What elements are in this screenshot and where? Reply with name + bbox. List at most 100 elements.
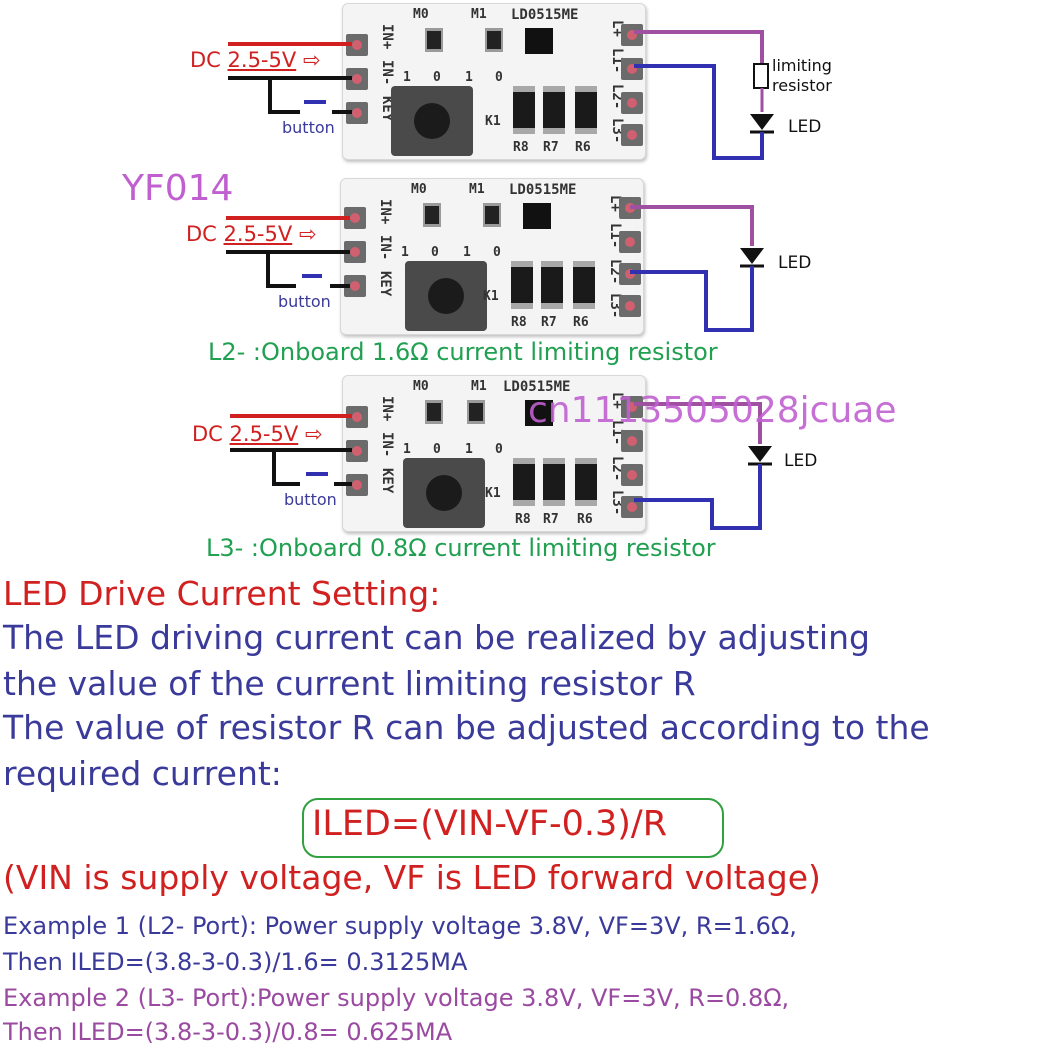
bit-label: 0	[433, 442, 441, 457]
pad-in-plus	[344, 207, 366, 229]
label-chip: LD0515ME	[509, 182, 577, 198]
arrow-right-icon: ⇨	[302, 48, 321, 72]
limiting-resistor-symbol	[753, 63, 769, 89]
label-k1: K1	[485, 114, 501, 129]
m0-jumper	[425, 28, 443, 52]
pad-in-minus	[346, 68, 368, 90]
bit-label: 0	[495, 442, 503, 457]
label-k1: K1	[483, 289, 499, 304]
arrow-right-icon: ⇨	[304, 422, 323, 446]
led-label-1: LED	[788, 117, 822, 137]
pad-l3	[621, 124, 643, 146]
bit-label: 1	[403, 70, 411, 85]
bit-label: 1	[465, 70, 473, 85]
pad-key	[344, 275, 366, 297]
caption-l2: L2- :Onboard 1.6Ω current limiting resis…	[208, 338, 718, 366]
button-label-3: button	[284, 490, 337, 509]
heading: LED Drive Current Setting:	[3, 574, 441, 613]
pad-l2	[621, 92, 643, 114]
pad-l2	[621, 464, 643, 486]
input-wires-3	[230, 414, 352, 486]
caption-l3: L3- :Onboard 0.8Ω current limiting resis…	[206, 534, 716, 562]
pad-l1	[621, 430, 643, 452]
label-r8: R8	[515, 512, 531, 527]
pad-l1	[619, 231, 641, 253]
example-1-line-1: Example 1 (L2- Port): Power supply volta…	[3, 912, 797, 940]
resistor-r8	[511, 261, 533, 309]
dc-label-1: DC 2.5-5V ⇨	[190, 48, 321, 72]
button-label-2: button	[278, 292, 331, 311]
pad-in-plus	[346, 406, 368, 428]
m1-jumper	[483, 203, 501, 227]
label-chip: LD0515ME	[503, 379, 571, 395]
label-m0: M0	[413, 379, 429, 394]
resistor-r6	[575, 86, 597, 134]
m0-jumper	[425, 400, 443, 424]
pad-in-minus	[344, 241, 366, 263]
body-line-3: The value of resistor R can be adjusted …	[3, 708, 930, 747]
label-r8: R8	[511, 315, 527, 330]
example-2-line-2: Then ILED=(3.8-3-0.3)/0.8= 0.625MA	[3, 1018, 453, 1046]
pad-l3	[619, 295, 641, 317]
bit-label: 1	[463, 245, 471, 260]
button-label-1: button	[282, 118, 335, 137]
led-symbol	[748, 446, 772, 462]
wiring-overlay	[226, 30, 774, 530]
led-label-3: LED	[784, 451, 818, 471]
bit-label: 1	[403, 442, 411, 457]
label-r8: R8	[513, 140, 529, 155]
led-symbol	[750, 114, 774, 130]
bit-label: 1	[401, 245, 409, 260]
resistor-r6	[575, 458, 597, 506]
watermark: cn1113505028jcuae	[528, 390, 897, 431]
m1-jumper	[485, 28, 503, 52]
output-wires-2	[630, 205, 764, 332]
arrow-right-icon: ⇨	[298, 222, 317, 246]
tactile-button	[405, 261, 487, 331]
limiting-resistor-label: limiting resistor	[772, 56, 832, 95]
pad-l-plus	[621, 396, 643, 418]
label-r7: R7	[543, 140, 559, 155]
input-wires-2	[226, 216, 350, 288]
pcb-board: IN+ IN- KEY M0 M1 LD0515ME 1 0 1 0 K1 R8…	[342, 3, 646, 160]
pad-l1	[621, 58, 643, 80]
resistor-r7	[543, 458, 565, 506]
tactile-button	[403, 458, 485, 528]
dc-label-2: DC 2.5-5V ⇨	[186, 222, 317, 246]
bit-label: 0	[431, 245, 439, 260]
label-k1: K1	[485, 486, 501, 501]
label-r6: R6	[573, 315, 589, 330]
formula: ILED=(VIN-VF-0.3)/R	[312, 804, 668, 844]
bit-label: 0	[493, 245, 501, 260]
label-r6: R6	[577, 512, 593, 527]
formula-note: (VIN is supply voltage, VF is LED forwar…	[3, 858, 821, 897]
resistor-r6	[573, 261, 595, 309]
pcb-board: IN+ IN- KEY M0 M1 LD0515ME 1 0 1 0 K1 R8…	[340, 178, 644, 335]
resistor-r7	[541, 261, 563, 309]
label-m1: M1	[471, 379, 487, 394]
bit-label: 1	[465, 442, 473, 457]
body-line-2: the value of the current limiting resist…	[3, 664, 696, 703]
label-m1: M1	[469, 182, 485, 197]
output-wires-1	[634, 30, 774, 160]
model-title: YF014	[122, 168, 234, 209]
resistor-r7	[543, 86, 565, 134]
body-line-1: The LED driving current can be realized …	[3, 618, 870, 657]
pcb-board: IN+ IN- KEY M0 M1 LD0515ME 1 0 1 0 K1 R8…	[342, 375, 646, 532]
label-m0: M0	[411, 182, 427, 197]
pad-l-plus	[621, 24, 643, 46]
label-m1: M1	[471, 7, 487, 22]
pad-key	[346, 474, 368, 496]
tactile-button	[391, 86, 473, 156]
bit-label: 0	[495, 70, 503, 85]
label-chip: LD0515ME	[511, 7, 579, 23]
formula-box	[302, 798, 724, 858]
dc-label-3: DC 2.5-5V ⇨	[192, 422, 323, 446]
example-2-line-1: Example 2 (L3- Port):Power supply voltag…	[3, 984, 790, 1012]
bit-label: 0	[433, 70, 441, 85]
led-label-2: LED	[778, 253, 812, 273]
pad-in-plus	[346, 34, 368, 56]
label-r6: R6	[575, 140, 591, 155]
resistor-r8	[513, 86, 535, 134]
ic-chip	[523, 203, 551, 229]
